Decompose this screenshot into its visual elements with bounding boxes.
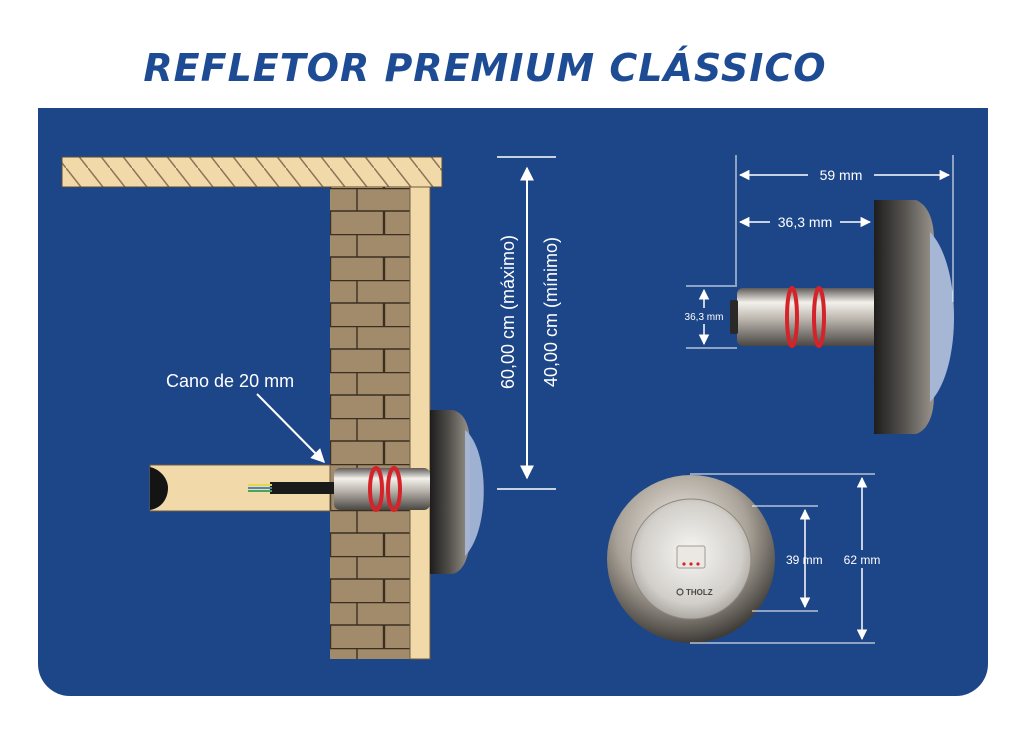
depth-dimension (497, 156, 556, 490)
installation-section: Cano de 20 mm 60,00 cm (máximo) 40,00 cm… (61, 156, 561, 660)
brand-label: THOLZ (686, 588, 713, 597)
pipe-label: Cano de 20 mm (166, 371, 294, 391)
brick-wall (330, 187, 410, 659)
depth-max-label: 60,00 cm (máximo) (498, 235, 518, 389)
wall-finish (409, 186, 431, 660)
installed-reflector (334, 410, 484, 574)
page-title: REFLETOR PREMIUM CLÁSSICO (143, 46, 827, 90)
diagram-panel (38, 108, 988, 696)
brand-logo-icon (676, 588, 684, 596)
pipe-pointer (256, 393, 325, 463)
side-flange (874, 200, 934, 434)
pipe-cap (150, 467, 168, 510)
body-diameter-label: 36,3 mm (685, 312, 724, 323)
depth-min-label: 40,00 cm (mínimo) (541, 237, 561, 387)
side-lens (930, 232, 954, 402)
total-length-label: 59 mm (820, 167, 863, 183)
side-body (737, 288, 877, 346)
outer-diameter-label: 62 mm (844, 553, 881, 567)
o-ring (812, 286, 826, 348)
cable-sheath (270, 482, 340, 494)
top-slab (61, 156, 443, 188)
body-length-label: 36,3 mm (778, 214, 832, 230)
front-view: THOLZ 39 mm 62 mm (607, 473, 886, 644)
lens-diameter-label: 39 mm (786, 553, 823, 567)
side-view: 59 mm 36,3 mm 36,3 mm (680, 155, 954, 434)
o-ring (785, 286, 799, 348)
